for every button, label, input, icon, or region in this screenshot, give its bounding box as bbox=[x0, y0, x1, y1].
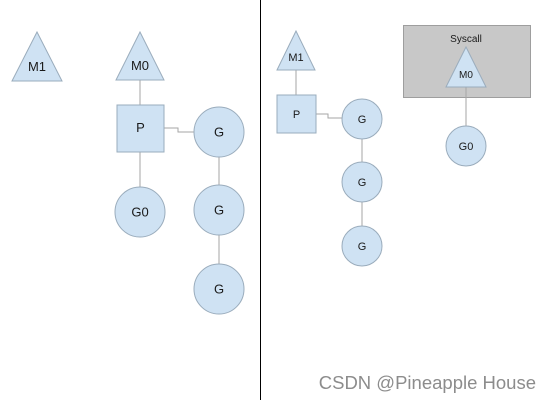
processor-label: P bbox=[293, 109, 300, 121]
goroutine-label: G0 bbox=[459, 141, 474, 153]
machine-triangle bbox=[11, 30, 63, 82]
machine-m0: M0 bbox=[445, 45, 487, 88]
goroutine-g: G bbox=[193, 263, 245, 315]
machine-triangle bbox=[445, 45, 487, 88]
goroutine-label: G bbox=[358, 177, 367, 189]
goroutine-label: G bbox=[358, 114, 367, 126]
watermark: CSDN @Pineapple House bbox=[319, 372, 536, 393]
goroutine-label: G bbox=[214, 282, 224, 297]
syscall-title: Syscall bbox=[450, 34, 482, 45]
processor-square bbox=[116, 104, 165, 153]
goroutine-circle bbox=[193, 106, 245, 158]
processor-p: P bbox=[276, 94, 317, 134]
machine-triangle bbox=[276, 29, 316, 71]
goroutine-g: G bbox=[193, 106, 245, 158]
goroutine-label: G bbox=[358, 241, 367, 253]
right-panel: Syscall M1 P G G G bbox=[276, 25, 531, 267]
connector-p-g bbox=[316, 113, 342, 119]
processor-label: P bbox=[136, 120, 145, 135]
goroutine-circle bbox=[193, 184, 245, 236]
goroutine-g0: G0 bbox=[114, 186, 166, 238]
machine-label: M1 bbox=[288, 52, 303, 64]
goroutine-g: G bbox=[341, 98, 383, 140]
goroutine-circle bbox=[341, 98, 383, 140]
left-panel: M1 M0 P G G G G0 bbox=[11, 30, 245, 315]
goroutine-g: G bbox=[341, 225, 383, 267]
machine-triangle bbox=[115, 30, 165, 81]
goroutine-label: G0 bbox=[131, 205, 148, 220]
machine-m1: M1 bbox=[276, 29, 316, 71]
goroutine-circle bbox=[341, 161, 383, 203]
machine-label: M0 bbox=[459, 70, 473, 81]
processor-p: P bbox=[116, 104, 165, 153]
connector-p-g bbox=[164, 127, 194, 133]
goroutine-g: G bbox=[341, 161, 383, 203]
machine-label: M0 bbox=[131, 58, 149, 73]
processor-square bbox=[276, 94, 317, 134]
goroutine-g: G bbox=[193, 184, 245, 236]
goroutine-circle bbox=[193, 263, 245, 315]
goroutine-label: G bbox=[214, 125, 224, 140]
goroutine-label: G bbox=[214, 203, 224, 218]
machine-label: M1 bbox=[28, 59, 46, 74]
goroutine-circle bbox=[341, 225, 383, 267]
machine-m1: M1 bbox=[11, 30, 63, 82]
goroutine-circle bbox=[114, 186, 166, 238]
machine-m0: M0 bbox=[115, 30, 165, 81]
goroutine-g0: G0 bbox=[445, 125, 487, 167]
goroutine-circle bbox=[445, 125, 487, 167]
